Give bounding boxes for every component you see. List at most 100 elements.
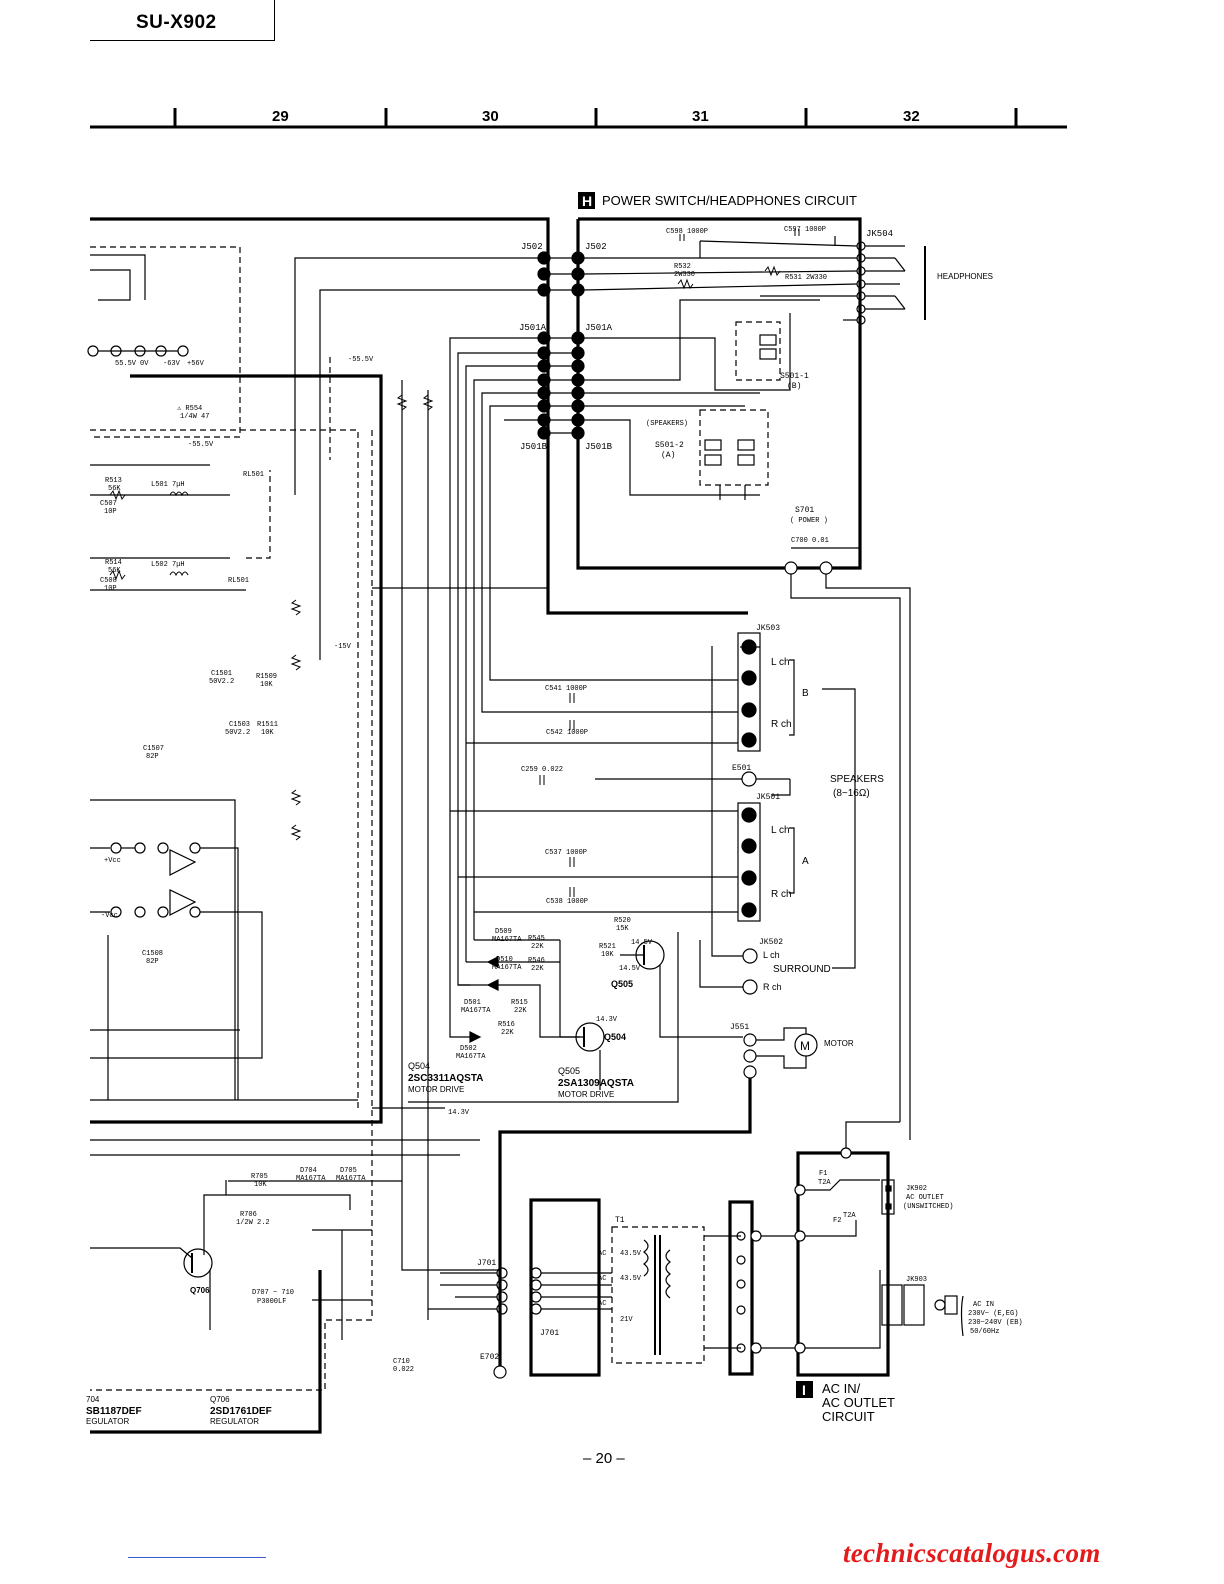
watermark-link[interactable]: technicscatalogus.com <box>843 1538 1101 1568</box>
svg-text:(SPEAKERS): (SPEAKERS) <box>646 420 688 428</box>
svg-text:R706: R706 <box>240 1211 257 1219</box>
svg-text:R1511: R1511 <box>257 721 278 729</box>
svg-text:D705: D705 <box>340 1167 357 1175</box>
svg-text:RL501: RL501 <box>243 471 264 479</box>
motor-block: J551 M MOTOR <box>730 1023 854 1079</box>
svg-text:10K: 10K <box>254 1181 267 1189</box>
svg-text:Q504: Q504 <box>604 1032 626 1042</box>
j502-right-label: J502 <box>585 242 607 252</box>
transformer-block: J701 J701 E702 AC AC AC 43.5V 43.5V 21V … <box>428 1216 796 1379</box>
motor-drive: Q505 Q504 Q504 2SC3311AQSTA MOTOR DRIVE … <box>408 928 743 1103</box>
grid-col-29: 29 <box>272 108 289 125</box>
svg-text:-15V: -15V <box>334 643 352 651</box>
svg-text:T1: T1 <box>615 1216 625 1225</box>
headphone-jack-jk504: JK504 HEADPHONES C598 1000P C597 1000P R… <box>583 226 993 325</box>
svg-text:55.5V: 55.5V <box>115 360 137 368</box>
svg-text:(B): (B) <box>787 382 801 391</box>
svg-text:D501: D501 <box>464 999 481 1007</box>
svg-text:C259 0.022: C259 0.022 <box>521 766 563 774</box>
speaker-switches: S501-1 (B) (SPEAKERS) S501-2 (A) <box>584 299 820 500</box>
svg-text:AC OUTLET: AC OUTLET <box>906 1194 944 1202</box>
svg-text:R531 2W330: R531 2W330 <box>785 274 827 282</box>
svg-text:R ch: R ch <box>771 719 792 730</box>
svg-text:56K: 56K <box>108 567 121 575</box>
svg-text:R705: R705 <box>251 1173 268 1181</box>
speakers-impedance: (8~16Ω) <box>833 788 870 799</box>
svg-text:C597 1000P: C597 1000P <box>784 226 826 234</box>
svg-text:J701: J701 <box>540 1329 559 1338</box>
svg-text:S501-2: S501-2 <box>655 441 684 450</box>
svg-text:230V~ (E,EG): 230V~ (E,EG) <box>968 1310 1018 1318</box>
svg-text:RL501: RL501 <box>228 577 249 585</box>
svg-text:AC IN: AC IN <box>973 1301 994 1309</box>
j501b-right-label: J501B <box>585 442 613 452</box>
svg-text:C1501: C1501 <box>211 670 232 678</box>
svg-text:J551: J551 <box>730 1023 749 1032</box>
svg-text:R ch: R ch <box>771 889 792 900</box>
svg-text:D509: D509 <box>495 928 512 936</box>
svg-text:AC: AC <box>598 1300 606 1308</box>
page-number: – 20 – <box>583 1450 625 1467</box>
svg-text:C700 0.01: C700 0.01 <box>791 537 829 545</box>
svg-text:D510: D510 <box>496 956 513 964</box>
e501-label: E501 <box>732 764 751 773</box>
svg-text:JK504: JK504 <box>866 229 893 239</box>
svg-text:10K: 10K <box>601 951 614 959</box>
svg-text:R520: R520 <box>614 917 631 925</box>
svg-text:R513: R513 <box>105 477 122 485</box>
section-i-title-2: AC OUTLET <box>822 1395 895 1410</box>
j501b-left-label: J501B <box>520 442 548 452</box>
svg-text:50/60Hz: 50/60Hz <box>970 1328 999 1336</box>
left-circuit: +56V -63V 0V 55.5V -55.5V -55.5V R513 56… <box>87 254 538 1156</box>
svg-text:REGULATOR: REGULATOR <box>210 1417 259 1426</box>
section-i-letter: I <box>802 1382 806 1398</box>
svg-text:-Vcc: -Vcc <box>101 912 118 920</box>
svg-text:14.5V: 14.5V <box>619 965 641 973</box>
svg-text:T2A: T2A <box>843 1212 856 1220</box>
svg-text:2W330: 2W330 <box>674 271 695 279</box>
svg-text:P3000LF: P3000LF <box>257 1298 286 1306</box>
svg-text:+56V: +56V <box>187 360 205 368</box>
svg-text:-55.5V: -55.5V <box>348 356 374 364</box>
svg-text:43.5V: 43.5V <box>620 1275 642 1283</box>
svg-text:R514: R514 <box>105 559 122 567</box>
dashed-boundaries <box>90 246 781 1391</box>
svg-text:D704: D704 <box>300 1167 317 1175</box>
svg-text:230~240V (EB): 230~240V (EB) <box>968 1319 1023 1327</box>
svg-text:C1503: C1503 <box>229 721 250 729</box>
svg-text:MOTOR DRIVE: MOTOR DRIVE <box>408 1085 464 1094</box>
svg-text:22K: 22K <box>514 1007 527 1015</box>
svg-text:82P: 82P <box>146 958 159 966</box>
svg-text:43.5V: 43.5V <box>620 1250 642 1258</box>
svg-text:0V: 0V <box>140 360 149 368</box>
svg-text:⚠ R554: ⚠ R554 <box>177 405 202 413</box>
svg-text:D707 ~ 710: D707 ~ 710 <box>252 1289 294 1297</box>
headphones-label: HEADPHONES <box>937 272 993 281</box>
svg-text:S701: S701 <box>795 506 814 515</box>
section-i-heading: I AC IN/ AC OUTLET CIRCUIT <box>796 1381 895 1424</box>
svg-text:C538 1000P: C538 1000P <box>546 898 588 906</box>
svg-text:50V2.2: 50V2.2 <box>225 729 250 737</box>
jk503-label: JK503 <box>756 624 780 633</box>
svg-text:Q706: Q706 <box>190 1286 210 1295</box>
svg-text:50V2.2: 50V2.2 <box>209 678 234 686</box>
svg-text:56K: 56K <box>108 485 121 493</box>
svg-text:1/4W 47: 1/4W 47 <box>180 413 209 421</box>
svg-text:L501 7μH: L501 7μH <box>151 481 185 489</box>
svg-text:AC: AC <box>598 1250 606 1258</box>
svg-text:F1: F1 <box>819 1170 827 1178</box>
svg-text:1/2W 2.2: 1/2W 2.2 <box>236 1219 270 1227</box>
svg-text:C1508: C1508 <box>142 950 163 958</box>
svg-text:(A): (A) <box>661 451 675 460</box>
jk501-label: JK501 <box>756 793 780 802</box>
model-number: SU-X902 <box>136 12 217 33</box>
svg-text:MA167TA: MA167TA <box>456 1053 486 1061</box>
power-switch-s701: S701 ( POWER ) C700 0.01 <box>784 506 911 1140</box>
underline-link <box>128 1557 266 1558</box>
grid-col-30: 30 <box>482 108 499 125</box>
svg-text:14.5V: 14.5V <box>631 939 653 947</box>
svg-text:J701: J701 <box>477 1259 496 1268</box>
svg-text:L ch: L ch <box>771 657 790 668</box>
svg-text:MOTOR DRIVE: MOTOR DRIVE <box>558 1090 614 1099</box>
